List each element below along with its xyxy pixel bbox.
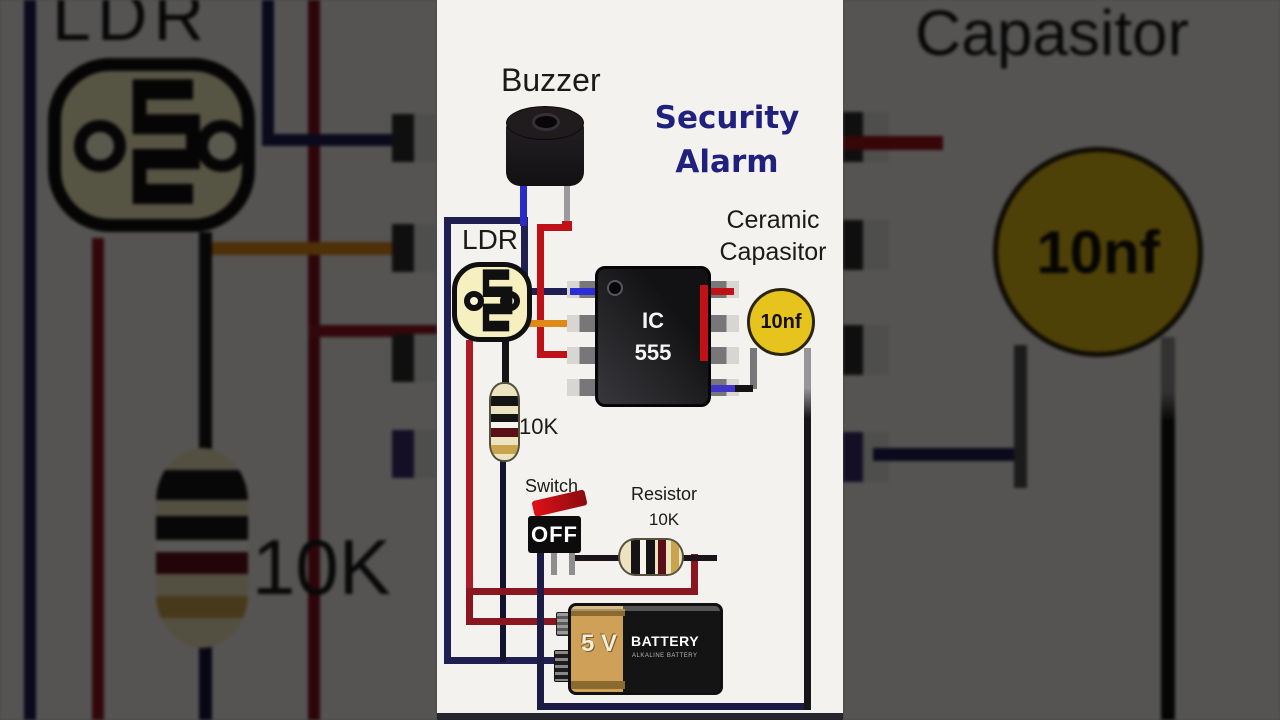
bg-wire-darkred <box>308 0 320 720</box>
bg-r-wire-navy <box>873 448 1025 461</box>
ldr-zigzag <box>482 269 513 332</box>
wire-orange-to-pin2 <box>502 320 598 327</box>
ic555-text-line2: 555 <box>634 339 672 365</box>
wire-resistor1-bottom <box>500 460 506 662</box>
buzzer-hole <box>532 113 560 131</box>
battery-subtext: ALKALINE BATTERY <box>632 653 698 659</box>
buzzer-left-leg <box>520 184 527 226</box>
wire-red-ldr-left-leg <box>466 340 473 594</box>
battery-voltage: 5 V <box>580 630 618 657</box>
bg-r-pin-4 <box>843 432 863 482</box>
wire-navy-top <box>444 217 527 224</box>
wire-navy-left-vertical <box>444 217 451 664</box>
photo-bottom-edge <box>437 713 843 720</box>
wire-cap-left-leg <box>750 348 757 389</box>
wire-red-buzzer-v <box>537 224 544 357</box>
bg-ic-pin-2 <box>392 224 414 272</box>
bg-ldr-right-leg <box>199 232 212 454</box>
title-line2: Alarm <box>675 144 779 180</box>
wire-cap-right-leg <box>804 348 811 710</box>
ldr-dot-left <box>464 291 484 311</box>
battery-name: BATTERY <box>631 633 700 649</box>
switch-body: OFF <box>528 516 581 553</box>
wire-navy-to-pin1 <box>521 288 598 295</box>
bg-ic-pin-1 <box>392 114 414 162</box>
bg-cap-right-leg <box>1161 337 1175 720</box>
bg-r-wire-red <box>843 136 943 150</box>
background-resistor-value: 10K <box>252 523 391 611</box>
ic-pin-4 <box>567 379 597 396</box>
ic-pin-7 <box>709 315 739 332</box>
wire-darkred-resistor2-drop <box>691 554 698 595</box>
bg-wire-navy-left <box>24 0 36 720</box>
bg-ic-pin-4 <box>392 430 414 478</box>
resistor2-value: 10K <box>648 510 680 529</box>
bg-resistor-body <box>156 448 248 648</box>
bg-ldr-zigzag <box>132 79 200 204</box>
buzzer-right-leg <box>564 184 570 226</box>
bg-r-pin-3-stub <box>863 325 889 375</box>
background-right-strip: Capasitor 10nf <box>843 0 1280 720</box>
title: Security Alarm <box>627 96 827 184</box>
bg-ldr-dot-left <box>74 120 126 172</box>
wire-darkred-rail-1 <box>466 588 698 595</box>
wire-red-chip-edge <box>700 285 708 361</box>
switch-label: Switch <box>525 476 579 496</box>
bg-ic-pin-3-stub <box>414 334 437 382</box>
resistor1-body <box>489 382 520 462</box>
ldr-label: LDR <box>462 224 519 255</box>
wire-navy-to-pin1-vertical <box>521 217 528 296</box>
wire-ldr-right-leg <box>502 340 509 386</box>
title-line1: Security <box>654 100 800 136</box>
bg-r-pin-2-stub <box>863 220 889 270</box>
bg-ic-pin-4-stub <box>414 430 437 478</box>
wire-black-pin5-to-cap <box>735 385 753 392</box>
bg-ic-pin-2-stub <box>414 224 437 272</box>
bg-ldr-dot-right <box>196 120 248 172</box>
switch-leg-middle <box>551 553 557 575</box>
ic555-text-line1: IC <box>642 307 664 333</box>
battery-body: 5 V BATTERY ALKALINE BATTERY <box>568 603 723 695</box>
wire-navy-switch-left-leg <box>537 548 544 710</box>
resistor2-label-block: Resistor 10K <box>607 484 721 530</box>
ceramic-cap-label-line2: Capasitor <box>719 238 827 266</box>
ceramic-capacitor-value: 10nf <box>760 310 802 333</box>
background-capacitor-label: Capasitor <box>915 0 1189 69</box>
bg-wire-navy-v <box>262 0 274 146</box>
buzzer-label: Buzzer <box>501 62 601 98</box>
resistor1-value: 10K <box>519 414 559 439</box>
ic-pin-2 <box>567 315 597 332</box>
wire-red-battery-positive <box>466 618 559 625</box>
bg-ic-pin-1-stub <box>414 114 437 162</box>
buzzer-right-leg-red-tip <box>562 221 572 231</box>
bg-ic-pin-3 <box>392 334 414 382</box>
switch-leg-right <box>569 553 575 575</box>
wire-blue-over-pin1 <box>570 288 598 295</box>
resistor2-body <box>618 538 684 576</box>
background-ldr-label: LDR <box>52 0 211 55</box>
wire-blue-pin5 <box>708 385 736 392</box>
ic-pin-6 <box>709 347 739 364</box>
ic-pin-3 <box>567 347 597 364</box>
bg-capacitor-body: 10nf <box>993 147 1203 357</box>
wire-darkred-join <box>466 588 473 625</box>
ceramic-capacitor-body: 10nf <box>747 288 815 356</box>
wire-red-buzzer-h <box>537 224 570 231</box>
ic555-pin1-dot <box>607 280 623 296</box>
bg-wire-red-leg <box>92 238 104 720</box>
bg-r-pin-2 <box>843 220 863 270</box>
bg-r-pin-3 <box>843 325 863 375</box>
bg-resistor-bottom-wire <box>199 646 212 720</box>
wire-red-pin8 <box>708 288 734 295</box>
bg-wire-orange <box>206 242 437 255</box>
resistor2-label: Resistor <box>630 484 697 504</box>
ceramic-cap-label: Ceramic Capasitor <box>709 204 837 268</box>
background-left-strip: LDR 10K <box>0 0 437 720</box>
ceramic-cap-label-line1: Ceramic <box>726 206 820 234</box>
circuit-panel: IC 555 Buzzer Security Alarm LDR Ceramic… <box>437 0 843 720</box>
background-cap-value: 10nf <box>1036 218 1160 286</box>
switch-state: OFF <box>531 521 578 547</box>
bg-cap-left-leg <box>1014 345 1027 488</box>
wire-navy-bottom-rail <box>537 703 809 710</box>
